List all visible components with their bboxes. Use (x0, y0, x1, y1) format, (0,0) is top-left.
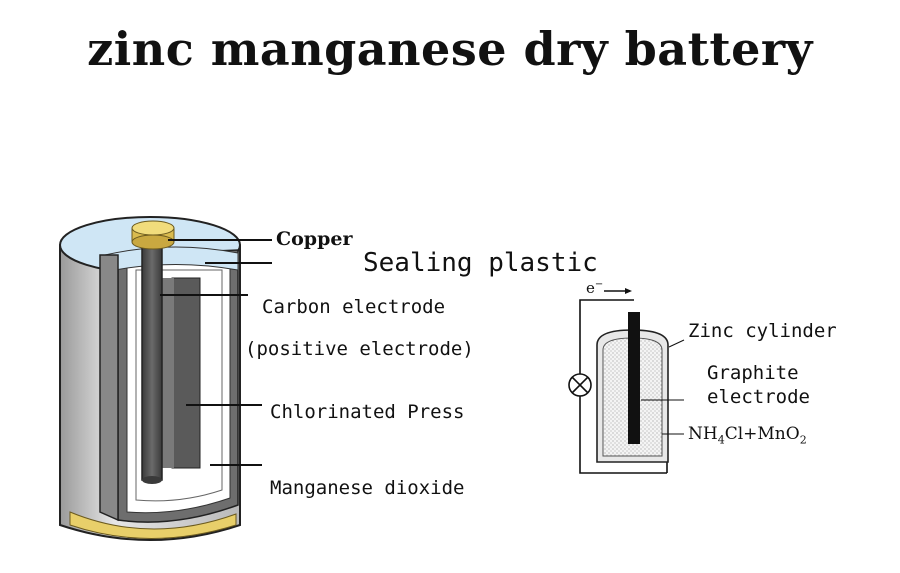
battery-cutaway-interior (99, 220, 239, 523)
label-electrode: electrode (707, 386, 810, 408)
graphite-rod (628, 312, 640, 444)
carbon-rod (141, 239, 163, 481)
label-sealing-plastic: Sealing plastic (363, 248, 598, 278)
electron-arrow-icon (604, 288, 632, 294)
label-electron: e− (586, 279, 604, 297)
chlorinated-paste (171, 277, 201, 469)
leader-lines (160, 239, 272, 466)
label-manganese-dioxide: Manganese dioxide (270, 477, 465, 499)
label-chlorinated-press: Chlorinated Press (270, 401, 465, 423)
label-graphite: Graphite (707, 362, 799, 384)
label-electrolyte: NH4Cl+MnO2 (688, 424, 807, 447)
bulb-icon (568, 373, 592, 397)
label-carbon-electrode: Carbon electrode (262, 296, 446, 318)
diagram-title: zinc manganese dry battery (87, 22, 813, 76)
circuit-diagram (568, 288, 685, 474)
label-zinc-cylinder: Zinc cylinder (688, 320, 837, 342)
copper-cap (131, 220, 175, 250)
label-copper: Copper (276, 228, 353, 250)
label-positive-electrode: (positive electrode) (245, 338, 474, 360)
